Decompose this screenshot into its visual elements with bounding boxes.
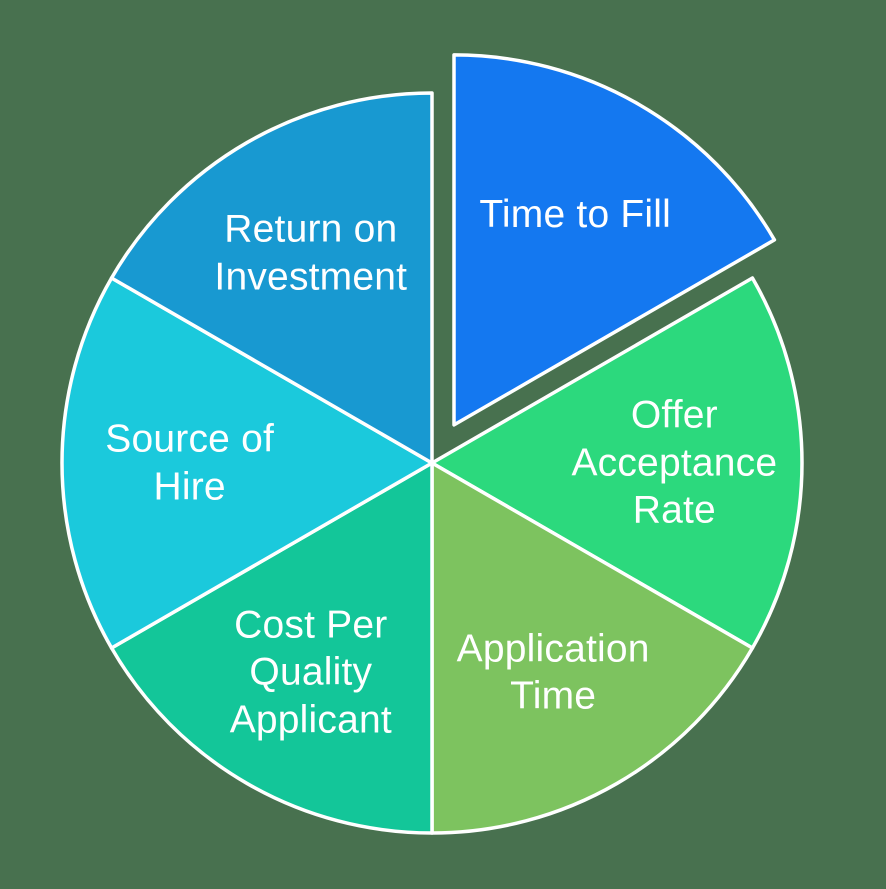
- pie-slice-offer-acceptance-rate: [430, 276, 804, 650]
- pie-slice-time-to-fill: [452, 53, 777, 427]
- pie-slice-application-time: [430, 461, 755, 835]
- pie-slice-cost-per-quality-applicant: [109, 461, 434, 835]
- pie-slice-source-of-hire: [60, 276, 434, 650]
- pie-slice-return-on-investment: [109, 91, 434, 465]
